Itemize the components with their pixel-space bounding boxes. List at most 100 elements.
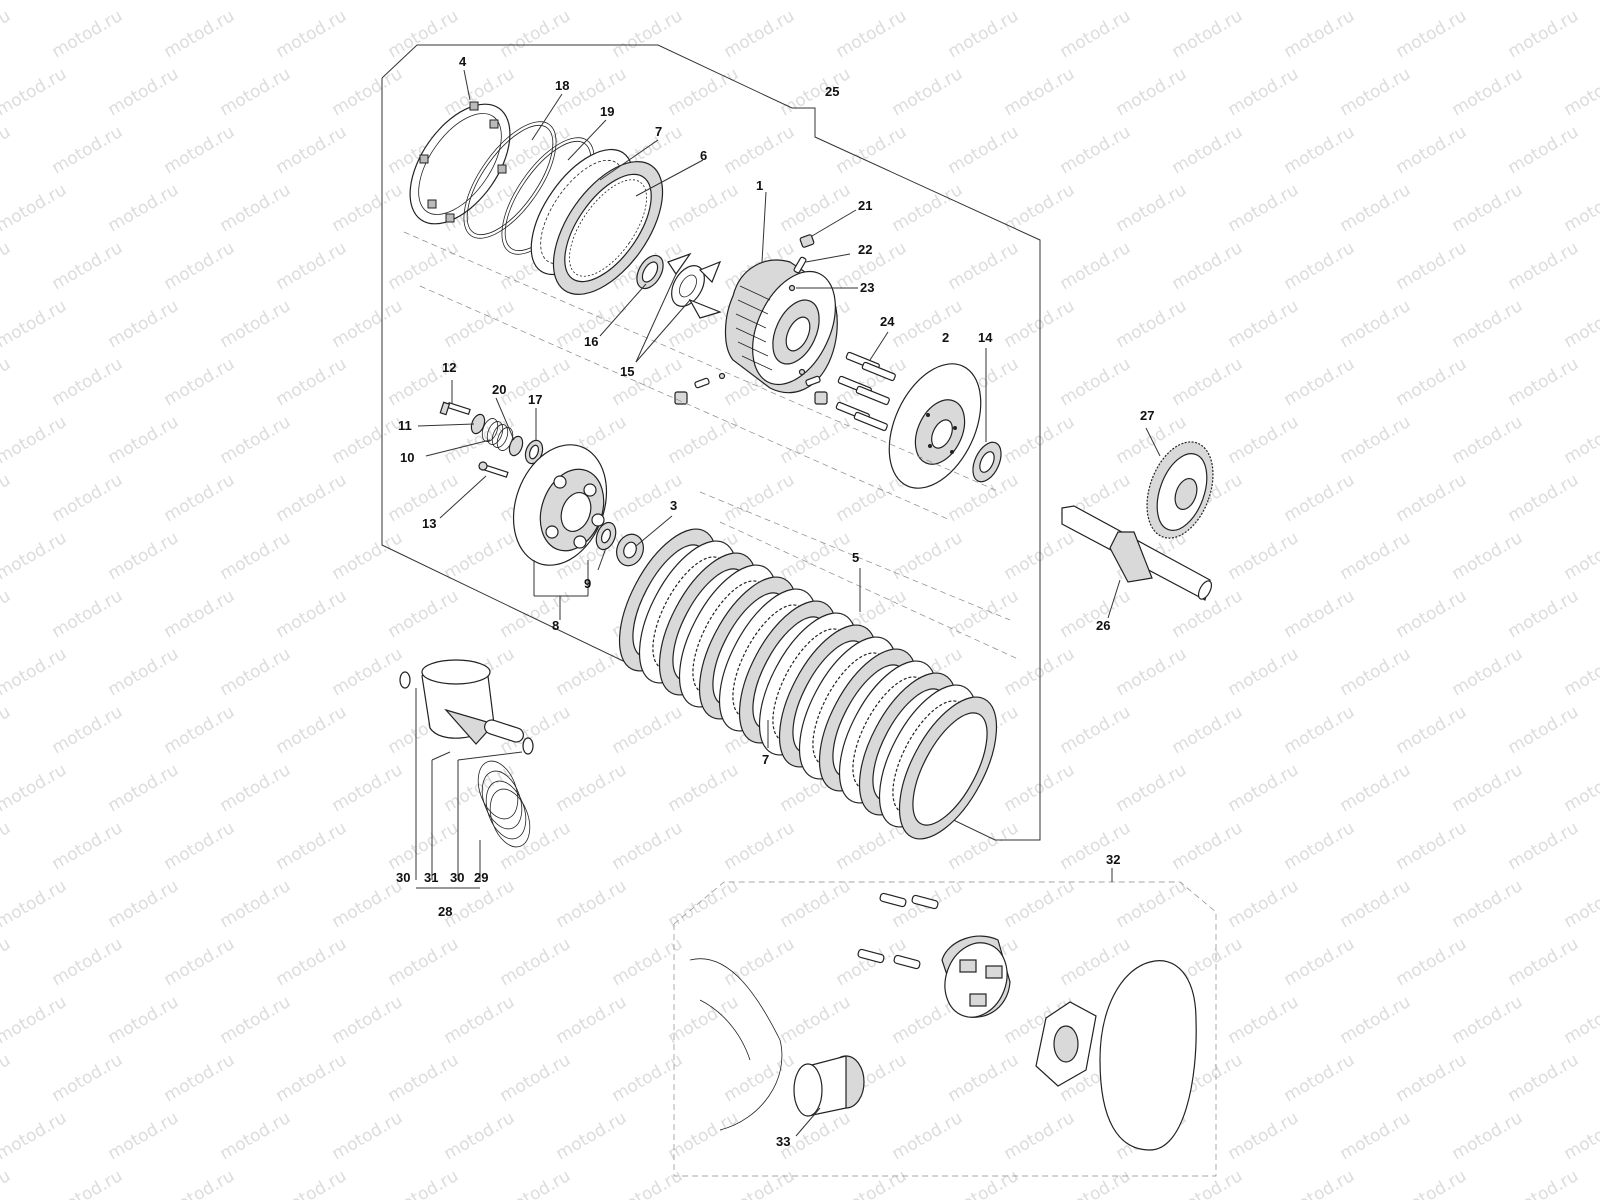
watermark-text: motod.ru	[1449, 876, 1527, 932]
watermark-text: motod.ru	[609, 1166, 687, 1200]
watermark-text: motod.ru	[1505, 702, 1583, 758]
piston-kit-bracket	[415, 688, 523, 889]
watermark-text: motod.ru	[665, 64, 743, 120]
watermark-text: motod.ru	[1449, 1108, 1527, 1164]
watermark-text: motod.ru	[0, 934, 14, 990]
watermark-text: motod.ru	[497, 934, 575, 990]
plate-inner-ring	[912, 712, 988, 826]
watermark-text: motod.ru	[1337, 644, 1415, 700]
callout-23: 23	[860, 280, 874, 295]
watermark-text: motod.ru	[777, 876, 855, 932]
watermark-text: motod.ru	[1337, 296, 1415, 352]
leader-lines	[417, 69, 1161, 1137]
housing-small-parts	[674, 368, 828, 405]
watermark-text: motod.ru	[217, 180, 295, 236]
watermark-text: motod.ru	[1225, 0, 1303, 4]
watermark-text: motod.ru	[1225, 296, 1303, 352]
watermark-text: motod.ru	[721, 122, 799, 178]
watermark-text: motod.ru	[385, 586, 463, 642]
watermark-text: motod.ru	[497, 586, 575, 642]
watermark-text: motod.ru	[1057, 354, 1135, 410]
watermark-text: motod.ru	[217, 64, 295, 120]
callout-13: 13	[422, 516, 436, 531]
watermark-text: motod.ru	[273, 122, 351, 178]
watermark-text: motod.ru	[777, 180, 855, 236]
watermark-text: motod.ru	[553, 760, 631, 816]
watermark-text: motod.ru	[329, 992, 407, 1048]
watermark-text: motod.ru	[1225, 180, 1303, 236]
watermark-text: motod.ru	[1449, 180, 1527, 236]
watermark-text: motod.ru	[945, 238, 1023, 294]
watermark-text: motod.ru	[105, 876, 183, 932]
watermark-text: motod.ru	[1057, 6, 1135, 62]
watermark-text: motod.ru	[1337, 412, 1415, 468]
callout-30-second: 30	[450, 870, 464, 885]
watermark-text: motod.ru	[1225, 876, 1303, 932]
watermark-text: motod.ru	[1561, 876, 1600, 932]
watermark-text: motod.ru	[1337, 64, 1415, 120]
watermark-text: motod.ru	[0, 818, 14, 874]
watermark-text: motod.ru	[1169, 238, 1247, 294]
watermark-text: motod.ru	[1113, 296, 1191, 352]
watermark-text: motod.ru	[105, 644, 183, 700]
watermark-text: motod.ru	[1505, 354, 1583, 410]
watermark-text: motod.ru	[665, 876, 743, 932]
watermark-text: motod.ru	[49, 6, 127, 62]
callout-21: 21	[858, 198, 872, 213]
watermark-text: motod.ru	[1561, 180, 1600, 236]
part-12-bolt	[439, 401, 471, 416]
watermark-text: motod.ru	[665, 180, 743, 236]
callout-8: 8	[552, 618, 559, 633]
watermark-text: motod.ru	[0, 992, 70, 1048]
watermark-text: motod.ru	[1281, 934, 1359, 990]
part-15-lock-washer	[667, 252, 722, 319]
watermark-text: motod.ru	[1337, 1108, 1415, 1164]
watermark-text: motod.ru	[161, 1050, 239, 1106]
callout-17: 17	[528, 392, 542, 407]
watermark-text: motod.ru	[553, 1108, 631, 1164]
watermark-text: motod.ru	[1001, 1108, 1079, 1164]
part-23-ball	[788, 284, 796, 292]
watermark-text: motod.ru	[609, 702, 687, 758]
watermark-text: motod.ru	[1281, 354, 1359, 410]
watermark-text: motod.ru	[161, 934, 239, 990]
watermark-text: motod.ru	[273, 586, 351, 642]
watermark-text: motod.ru	[217, 876, 295, 932]
watermark-text: motod.ru	[1225, 760, 1303, 816]
callout-7-lower: 7	[762, 752, 769, 767]
watermark-text: motod.ru	[273, 354, 351, 410]
part-31-piston-pin	[484, 719, 524, 743]
watermark-text: motod.ru	[273, 1166, 351, 1200]
watermark-text: motod.ru	[49, 818, 127, 874]
part-22-pin	[793, 256, 807, 274]
watermark-text: motod.ru	[273, 6, 351, 62]
watermark-text: motod.ru	[273, 702, 351, 758]
watermark-text: motod.ru	[1337, 876, 1415, 932]
watermark-text: motod.ru	[1561, 992, 1600, 1048]
callout-labels: 4 18 19 7 6 25 1 21 22 23 24 2 14 16 15 …	[396, 54, 1154, 1149]
watermark-text: motod.ru	[1505, 6, 1583, 62]
watermark-text: motod.ru	[161, 122, 239, 178]
watermark-text: motod.ru	[1393, 586, 1471, 642]
watermark-text: motod.ru	[609, 6, 687, 62]
watermark-text: motod.ru	[1449, 644, 1527, 700]
watermark-text: motod.ru	[161, 702, 239, 758]
watermark-text: motod.ru	[1505, 1166, 1583, 1200]
watermark-text: motod.ru	[217, 412, 295, 468]
watermark-text: motod.ru	[1113, 876, 1191, 932]
watermark-text: motod.ru	[1113, 180, 1191, 236]
watermark-text: motod.ru	[217, 992, 295, 1048]
watermark-text: motod.ru	[721, 6, 799, 62]
watermark-text: motod.ru	[1505, 934, 1583, 990]
watermark-text: motod.ru	[49, 122, 127, 178]
watermark-text: motod.ru	[0, 1050, 14, 1106]
watermark-text: motod.ru	[1281, 238, 1359, 294]
watermark-text: motod.ru	[1001, 296, 1079, 352]
watermark-text: motod.ru	[497, 818, 575, 874]
watermark-text: motod.ru	[49, 1050, 127, 1106]
watermark-text: motod.ru	[721, 1166, 799, 1200]
callout-4: 4	[459, 54, 467, 69]
watermark-text: motod.ru	[161, 6, 239, 62]
watermark-text: motod.ru	[945, 1050, 1023, 1106]
